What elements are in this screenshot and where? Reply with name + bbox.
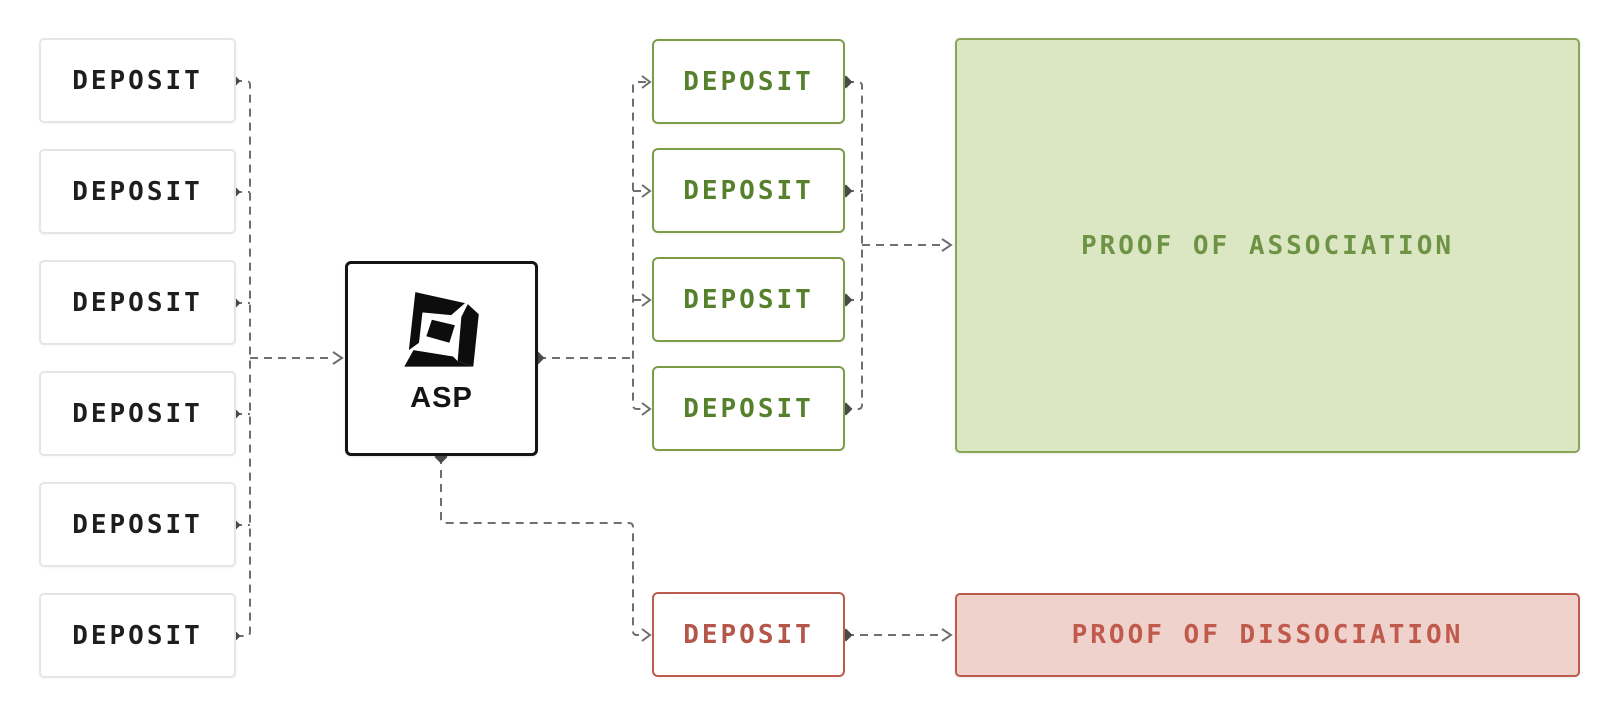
deposit-label: DEPOSIT — [72, 398, 203, 429]
left-bus-connector — [234, 80, 344, 637]
asp-to-rejected-connector — [440, 456, 652, 642]
deposit-label: DEPOSIT — [72, 620, 203, 651]
asp-node: ASP — [345, 261, 538, 456]
deposit-label: DEPOSIT — [683, 619, 814, 650]
deposit-label: DEPOSIT — [72, 65, 203, 96]
deposit-label: DEPOSIT — [683, 175, 814, 206]
deposit-box-approved-3: DEPOSIT — [652, 257, 845, 342]
proof-of-dissociation-label: PROOF OF DISSOCIATION — [1071, 620, 1464, 650]
approved-to-association-connector — [846, 81, 953, 410]
deposit-box-left-3: DEPOSIT — [39, 260, 236, 345]
deposit-label: DEPOSIT — [72, 176, 203, 207]
rejected-to-dissociation-connector — [846, 628, 953, 642]
deposit-label: DEPOSIT — [683, 284, 814, 315]
deposit-box-left-6: DEPOSIT — [39, 593, 236, 678]
asp-to-approved-connector — [538, 75, 652, 416]
deposit-label: DEPOSIT — [72, 287, 203, 318]
deposit-box-left-5: DEPOSIT — [39, 482, 236, 567]
proof-of-dissociation-panel: PROOF OF DISSOCIATION — [955, 593, 1580, 677]
proof-of-association-label: PROOF OF ASSOCIATION — [1080, 230, 1455, 261]
proof-of-association-panel: PROOF OF ASSOCIATION — [955, 38, 1580, 453]
deposit-box-left-1: DEPOSIT — [39, 38, 236, 123]
deposit-box-approved-4: DEPOSIT — [652, 366, 845, 451]
deposit-box-left-4: DEPOSIT — [39, 371, 236, 456]
deposit-box-approved-1: DEPOSIT — [652, 39, 845, 124]
asp-label: ASP — [410, 382, 473, 414]
deposit-box-approved-2: DEPOSIT — [652, 148, 845, 233]
deposit-label: DEPOSIT — [683, 393, 814, 424]
deposit-label: DEPOSIT — [72, 509, 203, 540]
deposit-box-left-2: DEPOSIT — [39, 149, 236, 234]
deposit-label: DEPOSIT — [683, 66, 814, 97]
deposit-box-rejected: DEPOSIT — [652, 592, 845, 677]
asp-logo-icon — [403, 292, 479, 367]
